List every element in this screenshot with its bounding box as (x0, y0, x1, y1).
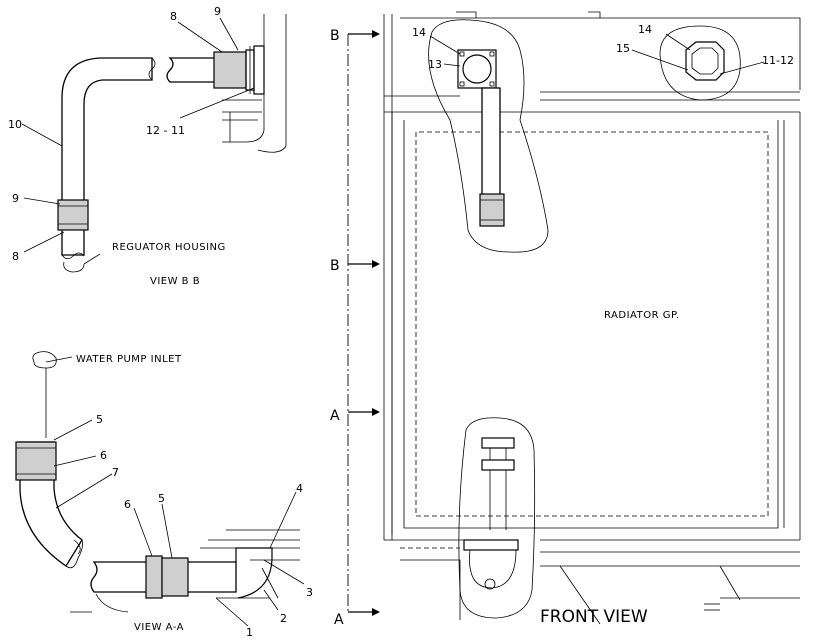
hose-zone-upper-right (659, 25, 741, 101)
callout-6-mid: 6 (124, 498, 131, 511)
note-radiator-group: RADIATOR GP. (604, 310, 680, 321)
callout-10: 10 (8, 118, 22, 131)
clamp-9-top (213, 51, 247, 89)
section-marker-a-bottom: A (334, 612, 344, 628)
callout-8-top: 8 (170, 10, 177, 23)
callout-8-bottom: 8 (12, 250, 19, 263)
callout-12-11: 12 - 11 (146, 124, 185, 137)
view-aa-drawing (15, 351, 300, 613)
hose-zone-lower (458, 417, 536, 619)
callout-14-left: 14 (412, 26, 426, 39)
callout-5-mid: 5 (158, 492, 165, 505)
callout-4: 4 (296, 482, 303, 495)
callout-3: 3 (306, 586, 313, 599)
callout-5-left: 5 (96, 413, 103, 426)
view-bb-caption: VIEW B B (150, 276, 200, 287)
note-water-pump-inlet: WATER PUMP INLET (76, 354, 182, 365)
view-aa-leaders (45, 356, 305, 627)
clamp-9-bottom (57, 199, 89, 231)
callout-9-bottom: 9 (12, 192, 19, 205)
view-bb-leaders (21, 17, 255, 253)
callout-14-right: 14 (638, 23, 652, 36)
callout-2: 2 (280, 612, 287, 625)
callout-15: 15 (616, 42, 630, 55)
view-aa-caption: VIEW A-A (134, 622, 184, 633)
view-bb-drawing (57, 14, 287, 273)
clamp-5-mid (161, 557, 189, 597)
front-view-leaders (429, 33, 765, 75)
hose-zone-upper (428, 19, 549, 253)
section-marker-b-bottom: B (330, 258, 340, 274)
front-view-drawing (347, 11, 801, 625)
callout-7: 7 (112, 466, 119, 479)
callout-6-left: 6 (100, 449, 107, 462)
note-regulator-housing: REGUATOR HOUSING (112, 242, 226, 253)
front-view-title: FRONT VIEW (540, 607, 648, 627)
callout-9-top: 9 (214, 5, 221, 18)
callout-13: 13 (428, 58, 442, 71)
clamp-6-mid (145, 555, 163, 599)
callout-11-12: 11-12 (762, 54, 794, 67)
callout-1: 1 (246, 626, 253, 639)
section-marker-a-top: A (330, 408, 340, 424)
section-marker-b-top: B (330, 28, 340, 44)
